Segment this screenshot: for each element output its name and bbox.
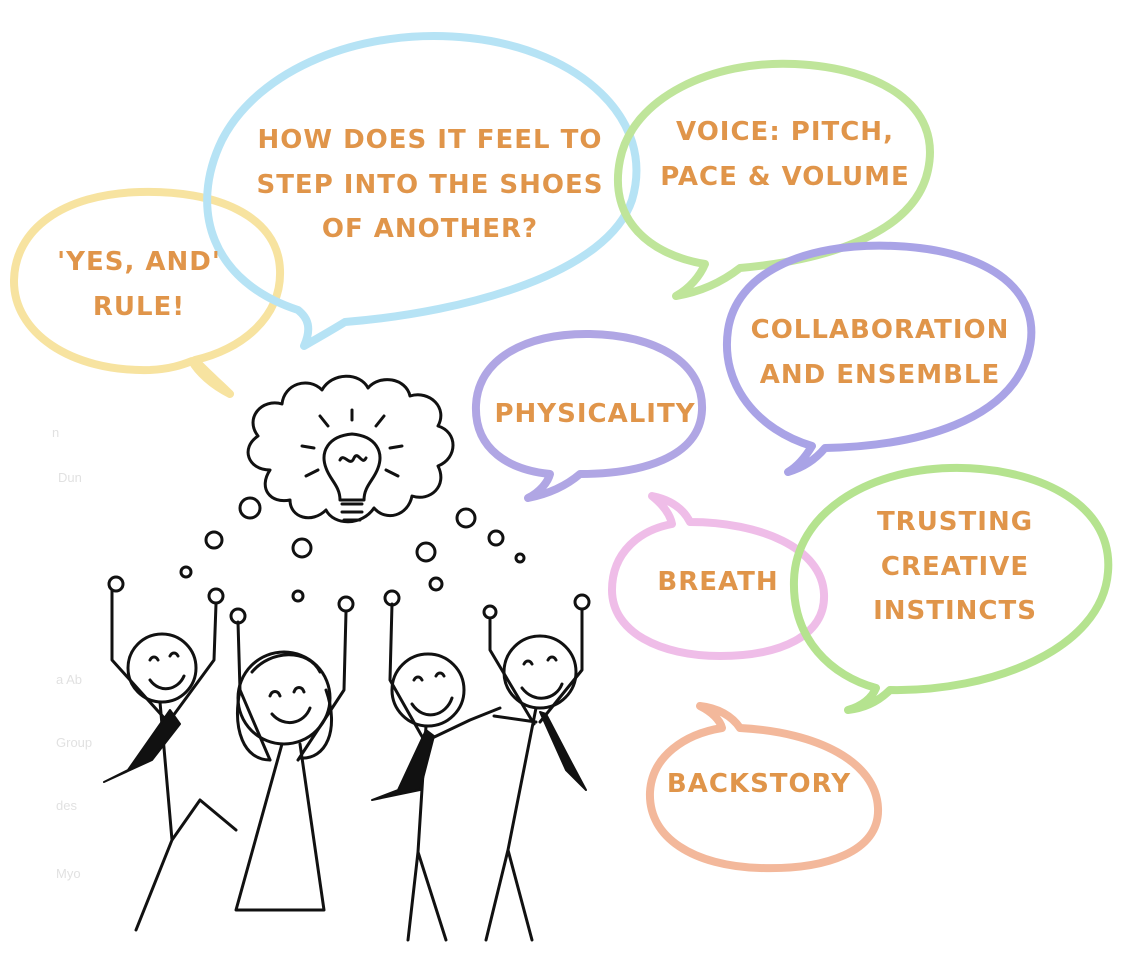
bubble-line: VOICE: PITCH, [676, 117, 894, 147]
bubble-line: 'YES, AND' [57, 247, 221, 277]
bubble-line: COLLABORATION [750, 315, 1010, 345]
bubble-text-backstory: BACKSTORY [664, 762, 854, 807]
speech-bubble-trusting [789, 463, 1113, 714]
bubble-line: TRUSTING [876, 507, 1034, 537]
speech-bubble-backstory [645, 702, 883, 873]
bubble-line: HOW DOES IT FEEL TO [257, 125, 603, 155]
faded-text: des [56, 798, 77, 813]
bubble-line: BREATH [657, 567, 779, 597]
faded-text: a Ab [56, 672, 83, 687]
speech-bubble-breath [608, 492, 829, 660]
speech-bubble-physicality [471, 329, 707, 502]
bubble-text-trusting: TRUSTING CREATIVE INSTINCTS [840, 500, 1070, 634]
stick-figure-man-2 [371, 589, 502, 942]
stick-figure-man-1 [103, 575, 238, 932]
speech-bubble-yes-and [9, 187, 285, 398]
bubble-line: BACKSTORY [666, 769, 852, 799]
faded-text: Dun [58, 470, 82, 485]
stick-figure-woman [229, 595, 355, 912]
bubble-line: INSTINCTS [873, 596, 1037, 627]
bubble-line: RULE! [92, 291, 186, 322]
faded-text: n [52, 425, 60, 440]
bubble-text-yes-and: 'YES, AND' RULE! [44, 240, 234, 329]
bubble-line: OF ANOTHER? [321, 214, 539, 245]
bubble-text-collaboration: COLLABORATION AND ENSEMBLE [745, 308, 1015, 397]
speech-bubble-voice [614, 59, 934, 300]
thought-cloud [179, 374, 526, 603]
bubble-line: AND ENSEMBLE [759, 359, 1001, 390]
faded-text: Group [56, 735, 93, 750]
lightbulb-icon [300, 408, 404, 522]
speech-bubble-shoes [203, 32, 641, 350]
bubble-text-voice: VOICE: PITCH, PACE & VOLUME [650, 110, 920, 199]
bubble-line: PHYSICALITY [494, 399, 696, 429]
bubble-line: PACE & VOLUME [660, 161, 910, 192]
bubble-line: STEP INTO THE SHOES [256, 169, 604, 200]
bubble-line: CREATIVE [880, 551, 1030, 582]
faded-text: Myo [56, 866, 81, 881]
bubble-text-physicality: PHYSICALITY [490, 392, 700, 437]
bubble-text-breath: BREATH [640, 560, 796, 605]
stick-figure-man-3 [482, 593, 591, 942]
bubble-text-shoes: HOW DOES IT FEEL TO STEP INTO THE SHOES … [240, 118, 620, 252]
speech-bubble-collaboration [722, 241, 1036, 476]
